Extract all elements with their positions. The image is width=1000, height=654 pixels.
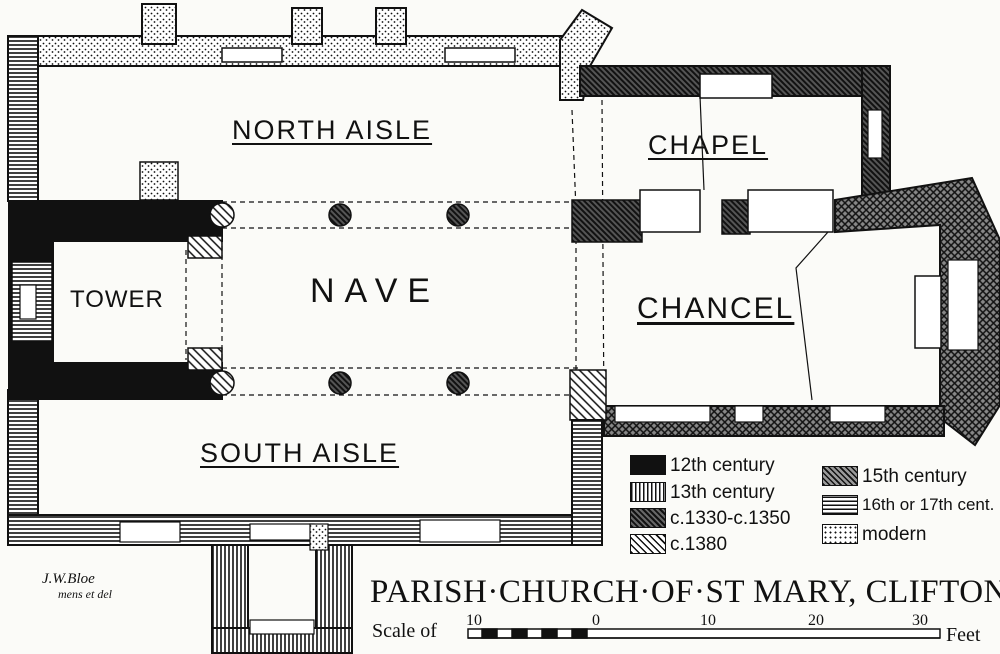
legend-label-12th: 12th century [670,455,775,476]
legend-label-13th: 13th century [670,482,775,503]
legend-swatch-1380 [630,534,666,554]
author-credit: J.W.Bloe mens et del [42,572,112,602]
label-tower: TOWER [70,286,164,313]
label-south-aisle: SOUTH AISLE [200,438,400,468]
south-walls [119,419,603,654]
label-nave: NAVE [310,272,441,310]
scale-unit: Feet [946,624,981,646]
legend-swatch-16th [822,495,858,515]
arcade-lines [185,99,605,421]
legend-label-1380: c.1380 [670,534,728,555]
scale-tick-10-left: 10 [466,612,482,629]
legend-swatch-12th [630,455,666,475]
plan-title: PARISH·CHURCH·OF·ST MARY, CLIFTON REYNES [370,574,1000,610]
scale-bar [467,628,941,639]
scale-tick-0: 0 [592,612,600,629]
author-credit-text: mens et del [58,587,112,601]
tower-walls [8,200,223,400]
legend-swatch-13th [630,482,666,502]
legend-label-15th: 15th century [862,466,967,487]
legend-label-16th: 16th or 17th cent. [862,495,995,514]
scale-prefix: Scale of [372,620,437,642]
east-walls [569,65,1000,447]
label-north-aisle: NORTH AISLE [232,115,433,145]
legend-swatch-15th [822,466,858,486]
legend-label-modern: modern [862,524,927,545]
scale-tick-20: 20 [808,612,824,629]
author-name: J.W.Bloe [42,571,95,587]
scale-tick-30: 30 [912,612,928,629]
legend-label-1330: c.1330-c.1350 [670,508,791,529]
scale-tick-10: 10 [700,612,716,629]
label-chapel: CHAPEL [648,130,769,160]
north-wall [7,3,614,101]
legend-swatch-1330 [630,508,666,528]
label-chancel: CHANCEL [637,292,795,325]
legend-swatch-modern [822,524,858,544]
